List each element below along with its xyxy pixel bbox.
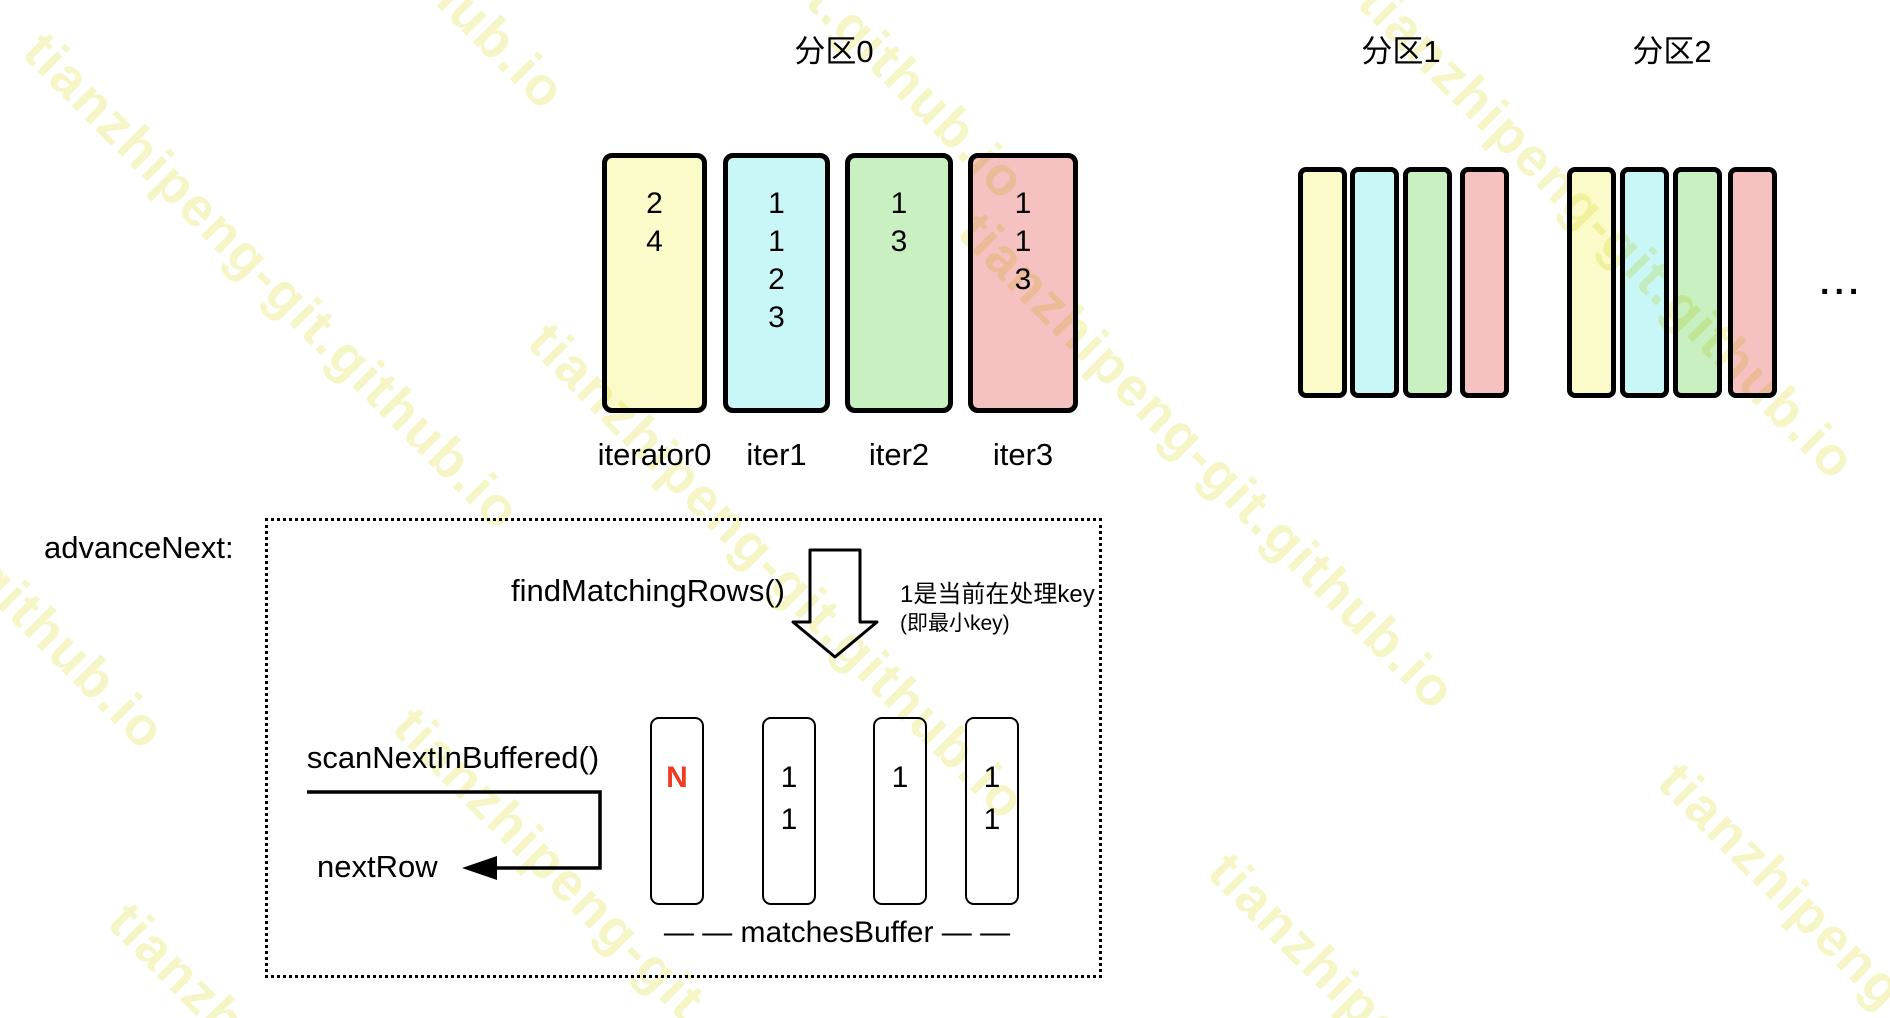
buffer-box-values: N <box>666 761 688 794</box>
partition1-bar-2 <box>1403 167 1452 398</box>
iterator-label-iter3: iter3 <box>992 437 1054 472</box>
watermark-text: tianzhipeng-git.github.io <box>1646 750 1890 1018</box>
watermark-text: tianzhipeng-git.github.io <box>11 20 533 542</box>
key-note-line1: 1是当前在处理key <box>900 581 1095 608</box>
partition1-bar-3 <box>1460 167 1509 398</box>
partition2-bar-3 <box>1728 167 1777 398</box>
partition2-title: 分区2 <box>1632 34 1712 69</box>
down-arrow-icon <box>791 548 879 659</box>
scan-next-in-buffered-label: scanNextInBuffered() <box>306 740 600 775</box>
key-note-line2: (即最小key) <box>900 612 1010 635</box>
iterator-label-iterator0: iterator0 <box>597 437 712 472</box>
find-matching-rows-label: findMatchingRows() <box>511 573 785 608</box>
watermark-text: tianzhipeng-git.github.io <box>0 240 178 762</box>
partition1-bar-1 <box>1350 167 1399 398</box>
partition1-bar-0 <box>1298 167 1347 398</box>
matches-buffer-box-2: 1 <box>873 717 927 905</box>
matches-buffer-label: — — matchesBuffer — — <box>663 916 1011 949</box>
partition2-bar-0 <box>1567 167 1616 398</box>
next-row-label: nextRow <box>317 849 438 884</box>
matches-buffer-box-0: N <box>650 717 704 905</box>
buffer-box-values: 1 <box>891 761 909 794</box>
partition2-bar-2 <box>1673 167 1722 398</box>
watermark-text: tianzhipeng-git.github.io <box>1196 840 1718 1018</box>
advance-next-dotted-box <box>265 518 1102 978</box>
watermark-text: tianzhipeng-git.github.io <box>1106 0 1628 2</box>
iterator-label-iter1: iter1 <box>746 437 807 472</box>
partition1-title: 分区1 <box>1361 34 1441 69</box>
partition0-title: 分区0 <box>794 34 874 69</box>
advance-next-label: advanceNext: <box>44 530 234 565</box>
partition2-bar-1 <box>1620 167 1669 398</box>
watermark-text: tianzhipeng-git.github.io <box>56 0 578 122</box>
iterator-label-iter2: iter2 <box>868 437 930 472</box>
more-partitions-ellipsis: ... <box>1820 264 1864 302</box>
next-row-arrow <box>307 790 602 880</box>
